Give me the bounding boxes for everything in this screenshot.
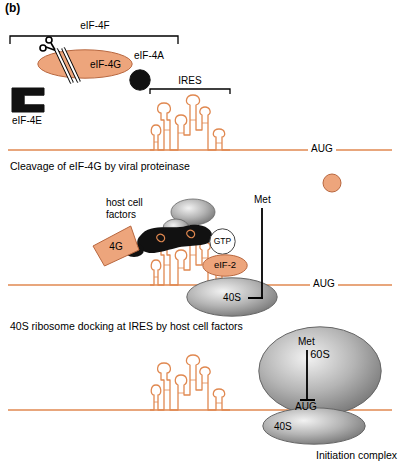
ires-bracket [150, 89, 230, 94]
protein-circle-outline [129, 69, 151, 91]
step-caption: Initiation complex [316, 449, 397, 461]
initiator-trna [248, 208, 263, 298]
node-label: eIF-4G [90, 59, 121, 70]
ribosome-subunit-outline [258, 326, 382, 416]
cleavage-cut [56, 48, 79, 83]
node-label: eIF-2 [214, 260, 236, 270]
node-label: eIF-4E [12, 115, 42, 126]
released-fragment [323, 174, 341, 192]
codon-label: AUG [295, 401, 317, 413]
bracket-label: IRES [170, 75, 210, 87]
codon-label: AUG [308, 143, 336, 155]
node-label: 60S [310, 348, 330, 360]
cap-binding-protein-outline [12, 88, 44, 112]
factor-ellipse: eIF-2 [202, 254, 248, 277]
gtp-circle: GTP [209, 228, 236, 255]
initiator-trna [300, 350, 315, 400]
ribosome-subunit: 40S [262, 407, 366, 445]
trna-label: Met [298, 336, 315, 348]
ribosome-subunit: 40S [186, 277, 278, 317]
node-label: 40S [274, 421, 292, 432]
complex-bracket [10, 36, 178, 44]
ires-structure [150, 95, 230, 150]
step-caption: 40S ribosome docking at IRES by host cel… [10, 320, 243, 332]
protein-circle: eIF-4A [129, 69, 151, 91]
bracket-label: eIF-4F [65, 20, 125, 32]
node-label: eIF-4A [134, 50, 164, 61]
ribosome-subunit: 60S [258, 326, 382, 416]
codon-label: AUG [310, 278, 338, 290]
step-caption: Cleavage of eIF-4G by viral proteinase [10, 160, 190, 172]
protein-ellipse: eIF-4G [37, 49, 133, 79]
cap-binding-protein: eIF-4E [12, 88, 44, 112]
node-label: 40S [223, 292, 241, 303]
trna-label: Met [254, 194, 271, 206]
factor-label: host cell factors [106, 197, 158, 220]
ires-structure [150, 355, 230, 410]
panel-letter: (b) [5, 2, 20, 16]
protein-fragment: 4G [93, 226, 139, 266]
node-label: 4G [109, 241, 122, 252]
node-label: GTP [214, 237, 231, 246]
